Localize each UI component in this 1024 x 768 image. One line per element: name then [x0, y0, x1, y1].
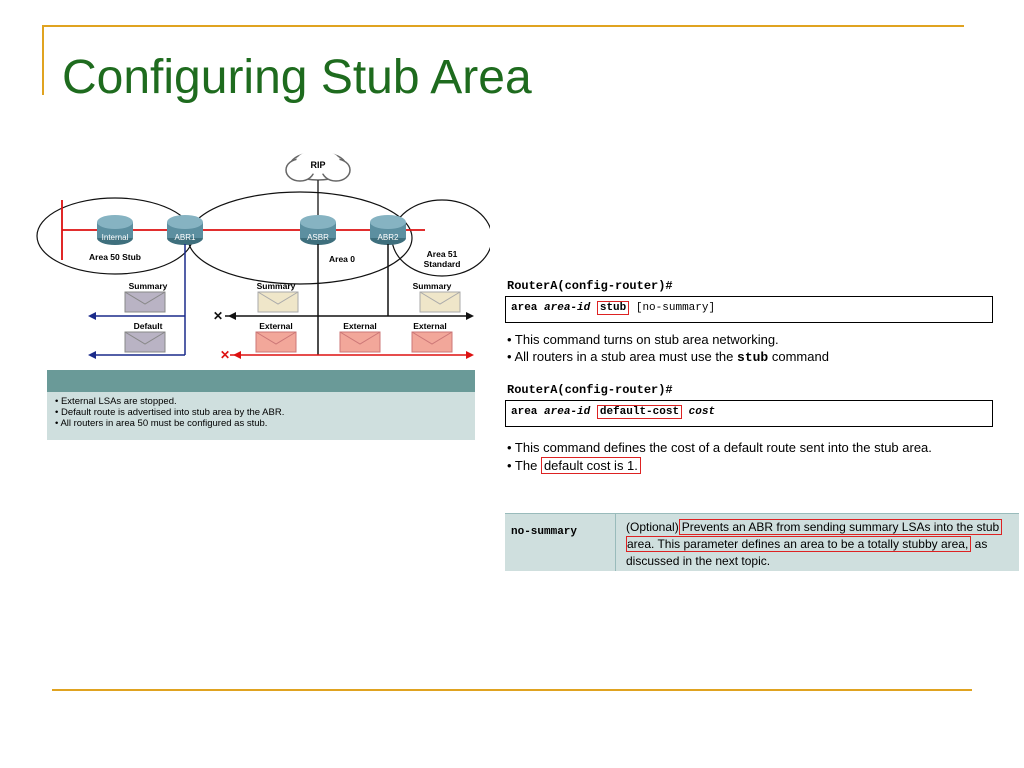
svg-text:ASBR: ASBR — [307, 233, 329, 242]
blocked-x-black: ✕ — [213, 309, 223, 323]
page-title: Configuring Stub Area — [62, 51, 532, 104]
param-table: no-summary (Optional)Prevents an ABR fro… — [505, 513, 1019, 571]
diagram-notes: • External LSAs are stopped. • Default r… — [47, 370, 475, 440]
param-description: (Optional)Prevents an ABR from sending s… — [626, 519, 1018, 570]
area50-label: Area 50 Stub — [89, 252, 141, 262]
svg-text:Internal: Internal — [102, 233, 129, 242]
rip-label: RIP — [310, 160, 325, 170]
lsa-summary-area50: Summary — [124, 281, 168, 313]
svg-text:ABR2: ABR2 — [378, 233, 399, 242]
note-1: • External LSAs are stopped. — [55, 396, 177, 407]
svg-text:External: External — [343, 321, 377, 331]
title-accent-bar — [42, 25, 44, 95]
desc-highlight-1: Prevents an ABR from sending summary LSA… — [678, 519, 1003, 535]
area51-label-1: Area 51 — [427, 249, 458, 259]
command1-bullet-2: • All routers in a stub area must use th… — [507, 349, 829, 365]
svg-text:ABR1: ABR1 — [175, 233, 196, 242]
area0-label: Area 0 — [329, 254, 355, 264]
router-abr2: ABR2 — [370, 215, 406, 245]
svg-text:Default: Default — [134, 321, 163, 331]
command2-bullet-1: • This command defines the cost of a def… — [507, 440, 932, 455]
command1-bullet-1: • This command turns on stub area networ… — [507, 332, 779, 347]
bottom-rule — [52, 689, 972, 691]
top-rule — [42, 25, 964, 27]
lsa-default-area50: Default — [124, 321, 166, 353]
notes-header — [47, 370, 475, 392]
svg-text:Summary: Summary — [129, 281, 168, 291]
command1-prompt: RouterA(config-router)# — [507, 279, 673, 293]
area51-label-2: Standard — [424, 259, 461, 269]
svg-text:Summary: Summary — [413, 281, 452, 291]
command2-prompt: RouterA(config-router)# — [507, 383, 673, 397]
lsa-summary-area0: Summary — [257, 281, 299, 313]
lsa-external-1: External — [255, 321, 297, 353]
notes-body: • External LSAs are stopped. • Default r… — [47, 392, 475, 440]
lsa-external-2: External — [339, 321, 381, 353]
param-key: no-summary — [511, 526, 578, 538]
svg-text:External: External — [413, 321, 447, 331]
router-internal: Internal — [97, 215, 133, 245]
blocked-x-red: ✕ — [220, 348, 230, 362]
desc-highlight-2: area. This parameter defines an area to … — [626, 536, 972, 552]
lsa-summary-area51: Summary — [413, 281, 461, 313]
router-asbr: ASBR — [300, 215, 336, 245]
default-cost-value-highlight: default cost is 1. — [540, 457, 641, 474]
param-divider — [615, 514, 616, 571]
note-3: • All routers in area 50 must be configu… — [55, 418, 268, 429]
svg-text:External: External — [259, 321, 293, 331]
command2-box: area area-id default-cost cost — [505, 400, 993, 427]
network-diagram: RIP Internal ABR1 ASBR ABR2 Area 50 Stub… — [36, 150, 490, 362]
command2-bullet-2: • The default cost is 1. — [507, 457, 641, 474]
stub-keyword-highlight: stub — [596, 301, 630, 315]
command1-syntax: area area-id stub [no-summary] — [511, 301, 716, 315]
note-2: • Default route is advertised into stub … — [55, 407, 285, 418]
default-cost-highlight: default-cost — [596, 405, 683, 419]
router-abr1: ABR1 — [167, 215, 203, 245]
command1-box: area area-id stub [no-summary] — [505, 296, 993, 323]
svg-text:Summary: Summary — [257, 281, 296, 291]
lsa-external-3: External — [411, 321, 453, 353]
rip-cloud: RIP — [285, 150, 351, 182]
command2-syntax: area area-id default-cost cost — [511, 405, 716, 419]
